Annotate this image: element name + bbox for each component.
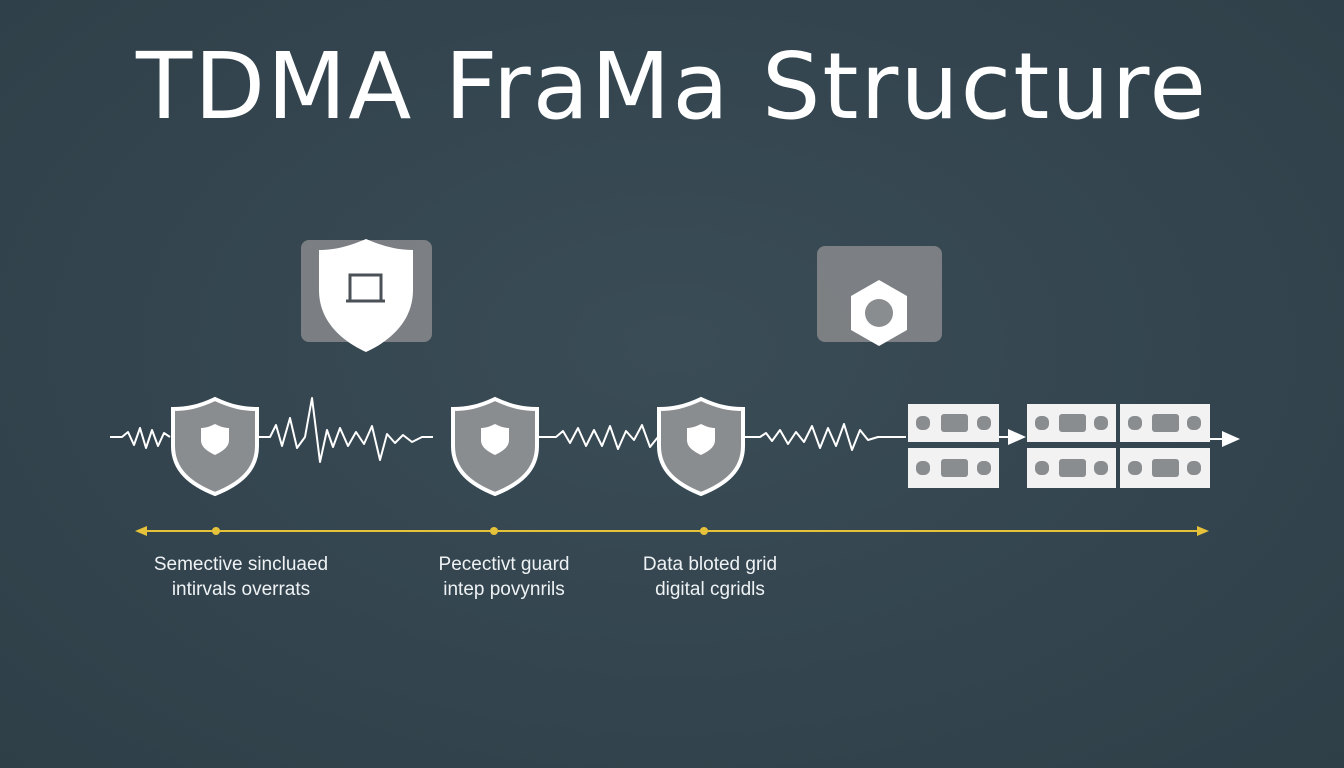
caption-line: Data bloted grid [642, 554, 778, 575]
data-slot-block-icon [1027, 404, 1116, 442]
caption-line: digital cgridls [655, 579, 765, 600]
data-slot-block-icon [1120, 448, 1210, 488]
timeline-marker [212, 527, 220, 535]
data-block-group-right [1027, 404, 1210, 488]
diagram-title: TDMA FraMa Structure [136, 33, 1208, 140]
shield-icon [657, 396, 745, 497]
caption-line: Semective sincluaed [153, 554, 329, 575]
top-left-panel [301, 239, 432, 352]
caption-guard-intervals: Semective sincluaed intirvals overrats [116, 552, 366, 602]
shield-icon [451, 396, 539, 497]
shield-document-icon [319, 239, 413, 352]
data-slot-block-icon [1027, 448, 1116, 488]
data-slot-block-icon [908, 448, 999, 488]
caption-data-grid: Data bloted grid digital cgridls [600, 552, 820, 602]
signal-waveform [110, 397, 906, 463]
shield-icon [171, 396, 259, 497]
caption-line: Pecectivt guard [438, 554, 570, 575]
top-right-panel [817, 246, 942, 346]
caption-line: intirvals overrats [171, 579, 311, 600]
hexagon-nut-icon [851, 280, 907, 346]
caption-guard-periods: Pecectivt guard intep povynrils [394, 552, 614, 602]
caption-line: intep povynrils [443, 579, 565, 600]
timeline-marker [700, 527, 708, 535]
data-slot-block-icon [908, 404, 999, 442]
timeline-marker [490, 527, 498, 535]
timeline-axis [135, 526, 1209, 536]
data-block-group-left [908, 404, 999, 488]
data-slot-block-icon [1120, 404, 1210, 442]
